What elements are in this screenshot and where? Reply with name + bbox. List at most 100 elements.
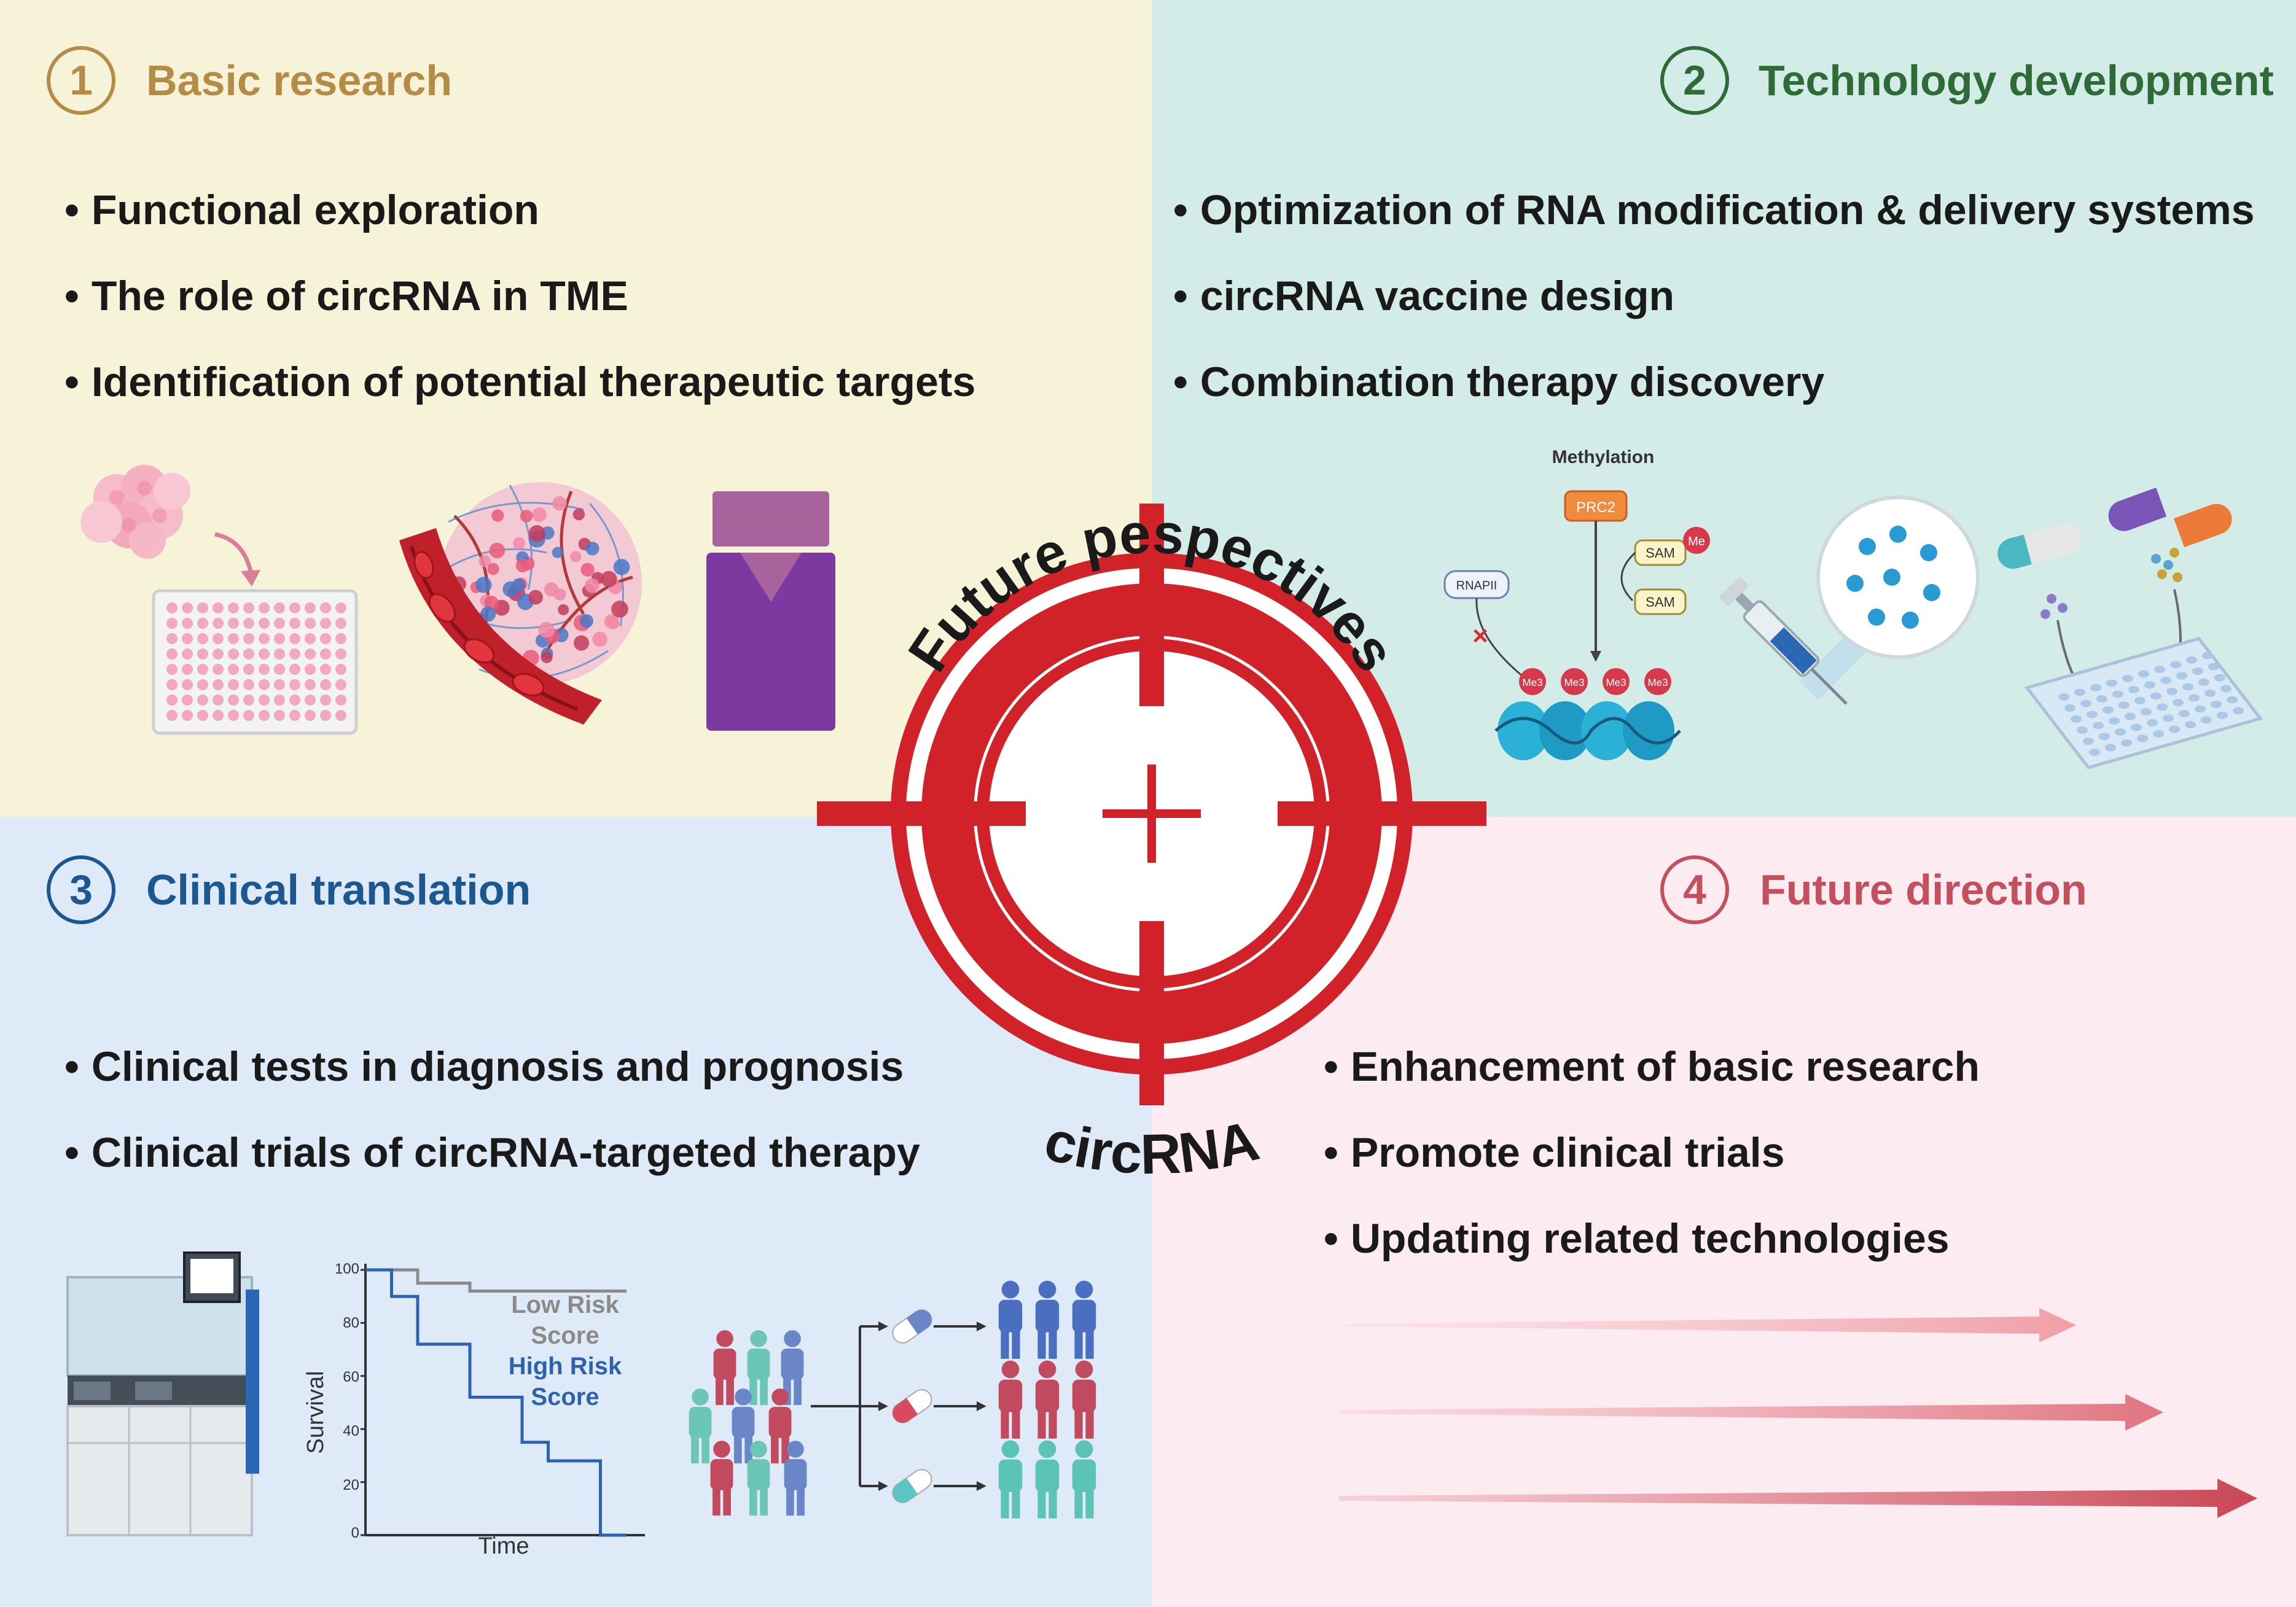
well	[320, 679, 331, 690]
well	[320, 710, 331, 721]
well	[289, 648, 300, 660]
well	[213, 633, 224, 644]
well	[197, 602, 208, 613]
well	[259, 679, 270, 690]
well	[166, 648, 178, 660]
plate-well	[2150, 692, 2161, 700]
well	[320, 602, 331, 613]
well	[243, 618, 254, 629]
plate-well	[2106, 679, 2117, 687]
y-tick-label: 40	[343, 1423, 359, 1439]
bullet: Optimization of RNA modification & deliv…	[1173, 167, 2255, 253]
y-tick-label: 0	[351, 1525, 359, 1541]
well	[213, 602, 224, 613]
tumor-cell	[552, 547, 564, 558]
well	[228, 679, 239, 690]
well	[335, 602, 346, 613]
well	[335, 679, 346, 690]
well	[289, 695, 300, 706]
well	[259, 710, 270, 721]
me3-label: Me3	[1564, 677, 1584, 688]
well	[320, 633, 331, 644]
me3-label: Me3	[1647, 677, 1668, 688]
plate-well	[2071, 715, 2082, 723]
low-risk-label: Low Risk	[511, 1291, 619, 1318]
tumor-cell	[572, 508, 585, 521]
person-icon	[1035, 1280, 1060, 1359]
plate-well	[2090, 684, 2101, 691]
plate-well	[2112, 690, 2123, 698]
well	[243, 710, 254, 721]
well	[335, 633, 346, 644]
plate-well	[2089, 749, 2100, 756]
tumor-cell	[489, 542, 505, 559]
tumor-cell	[574, 635, 589, 651]
survival-series-line	[365, 1268, 627, 1537]
well	[243, 602, 254, 613]
y-tick-label: 60	[343, 1369, 359, 1385]
section-3-bullets: Clinical tests in diagnosis and prognosi…	[64, 1024, 920, 1196]
survival-curve-icon: Survival Time 100 80 60 40 20 0 Low Risk…	[303, 1261, 645, 1559]
pill-icon	[892, 1469, 932, 1503]
well	[335, 695, 346, 706]
plate-well	[2233, 707, 2244, 715]
section-4-heading: 4 Future direction	[1660, 855, 2087, 924]
section-1-title: Basic research	[146, 56, 453, 104]
person-icon	[713, 1330, 736, 1406]
well	[182, 633, 193, 644]
tumor-cell	[538, 621, 555, 638]
tumor-cell	[584, 578, 599, 593]
arrow-right-icon	[1339, 1394, 2163, 1431]
well	[305, 695, 316, 706]
y-axis-label: Survival	[303, 1371, 329, 1453]
plate-well	[2131, 723, 2142, 731]
plate-well	[2077, 726, 2088, 734]
well	[305, 664, 316, 675]
well	[213, 695, 224, 706]
well	[213, 710, 224, 721]
person-icon	[710, 1441, 733, 1516]
plate-well	[2198, 679, 2209, 686]
drug-screening-plate-icon	[1997, 488, 2263, 769]
x-axis-label: Time	[478, 1533, 529, 1559]
section-3-title: Clinical translation	[146, 866, 531, 914]
person-icon	[768, 1388, 792, 1464]
well	[305, 618, 316, 629]
person-icon	[998, 1280, 1023, 1359]
plate-well	[2118, 701, 2130, 709]
plate-well	[2144, 681, 2155, 689]
lab-analyzer-icon	[66, 1251, 259, 1536]
plate-well	[2202, 652, 2213, 660]
bullet: Clinical trials of circRNA-targeted ther…	[64, 1110, 920, 1196]
methylation-diagram-icon: Methylation PRC2 SAM Me SAM RNAPII × Me3…	[1443, 447, 1710, 760]
well	[243, 679, 254, 690]
well	[197, 710, 208, 721]
well	[274, 648, 285, 660]
bullet: Promote clinical trials	[1324, 1110, 1980, 1196]
tumor-cell	[480, 606, 496, 622]
bullet: Clinical tests in diagnosis and prognosi…	[64, 1024, 920, 1110]
well	[320, 695, 331, 706]
plate-well	[2214, 674, 2225, 682]
me-label: Me	[1688, 535, 1705, 548]
plate-well	[2208, 663, 2219, 671]
well	[228, 664, 239, 675]
person-icon	[1035, 1440, 1060, 1519]
tumor-cell	[601, 570, 617, 588]
person-icon	[732, 1388, 755, 1464]
person-icon	[998, 1440, 1023, 1519]
plate-well	[2105, 744, 2116, 752]
future-arrows	[1339, 1308, 2257, 1518]
plate-well	[2169, 725, 2180, 733]
plate-well	[2186, 656, 2197, 664]
plate-well	[2163, 714, 2174, 722]
well	[213, 618, 224, 629]
tumor-cell	[613, 559, 630, 575]
well	[305, 633, 316, 644]
pill-icon	[892, 1389, 932, 1423]
bullet: Functional exploration	[64, 167, 975, 253]
high-risk-label: Score	[531, 1383, 599, 1411]
well-plate	[166, 602, 346, 721]
plate-well	[2083, 737, 2094, 745]
plate-well	[2122, 675, 2133, 682]
